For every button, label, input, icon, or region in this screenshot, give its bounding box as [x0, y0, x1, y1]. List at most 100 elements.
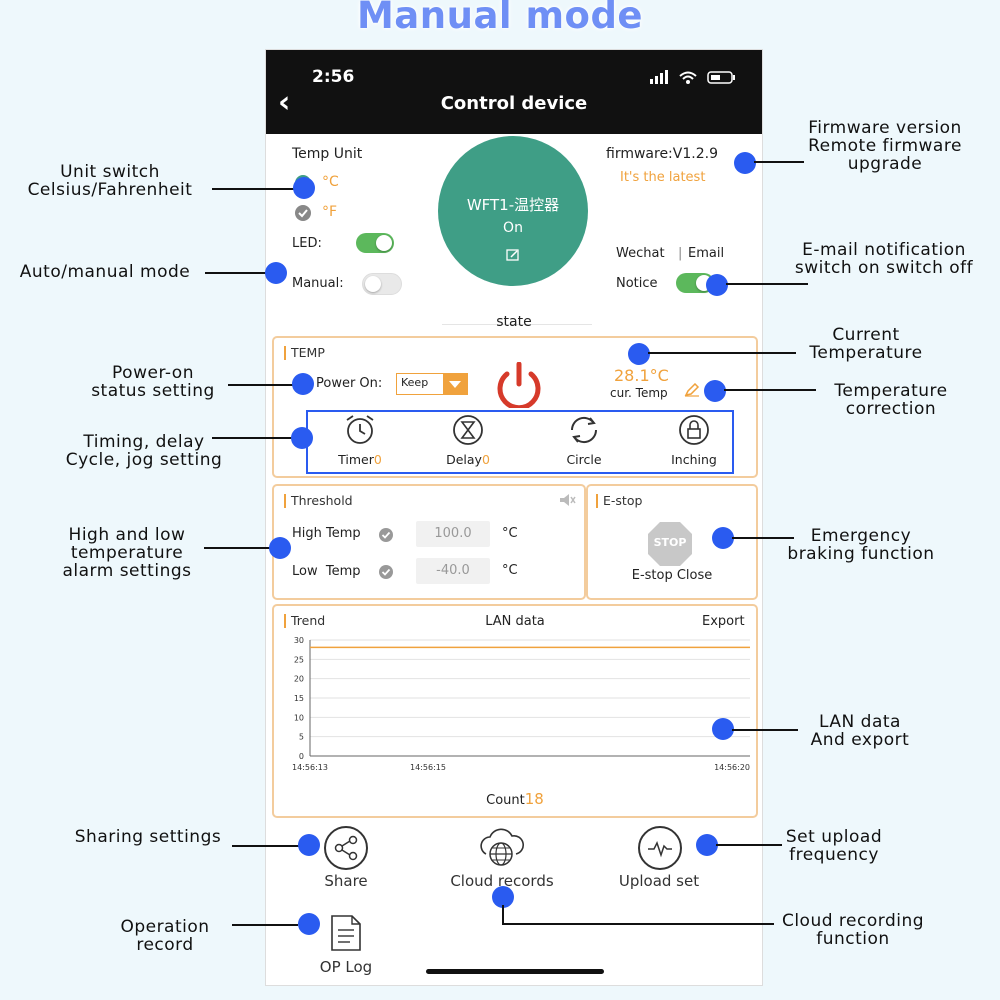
callout-dot [712, 718, 734, 740]
phone-screen: 2:56 ‹ Control device Temp Unit °C °F LE… [266, 50, 762, 985]
annotation-unit-switch: Unit switch Celsius/Fahrenheit [27, 162, 193, 200]
y-tick-label: 15 [294, 694, 304, 703]
leader-line [228, 384, 293, 386]
back-arrow-icon[interactable]: ‹ [278, 85, 291, 120]
y-tick-label: 20 [294, 675, 304, 684]
share-icon [334, 835, 358, 861]
x-tick-label: 14:56:20 [714, 763, 750, 772]
share-button[interactable] [324, 826, 368, 870]
temp-panel: TEMP Power On: Keep 28.1°C cur. Temp Tim… [272, 336, 758, 478]
callout-dot [298, 913, 320, 935]
annotation-firmware: Firmware version Remote firmware upgrade [808, 118, 962, 174]
temp-unit-label: Temp Unit [292, 146, 363, 162]
annotation-lan-export: LAN data And export [810, 712, 910, 750]
annotation-operation: Operation record [120, 917, 210, 955]
page-heading: Manual mode [356, 0, 644, 37]
threshold-section-label: Threshold [284, 494, 353, 508]
leader-line [204, 547, 270, 549]
delay-label: Delay [446, 452, 482, 467]
device-state: On [503, 220, 523, 236]
pencil-icon[interactable] [684, 382, 700, 401]
count-row: Count18 [274, 790, 756, 808]
home-indicator[interactable] [426, 969, 604, 974]
upload-set-button[interactable] [638, 826, 682, 870]
share-label: Share [324, 872, 368, 890]
state-divider [442, 324, 592, 325]
cur-temp-label: cur. Temp [610, 386, 668, 400]
state-label: state [496, 314, 532, 330]
temp-section-label: TEMP [284, 346, 325, 360]
op-log-label: OP Log [319, 958, 373, 976]
check-circle-icon[interactable] [378, 527, 394, 547]
lock-icon [679, 415, 709, 445]
chevron-down-icon [443, 374, 467, 394]
export-button[interactable]: Export [702, 614, 745, 629]
check-circle-icon [295, 205, 311, 221]
leader-line [205, 272, 267, 274]
leader-line [232, 845, 300, 847]
circle-label: Circle [566, 452, 602, 467]
signal-wifi-battery-icons [650, 69, 740, 89]
hourglass-icon [453, 415, 483, 445]
callout-dot [298, 834, 320, 856]
power-button-icon[interactable] [492, 361, 546, 412]
leader-line [732, 729, 798, 731]
leader-line [754, 161, 804, 163]
cloud-records-label: Cloud records [450, 872, 554, 890]
high-temp-unit: °C [502, 526, 518, 541]
alarm-clock-icon [346, 415, 374, 444]
trend-section-label: Trend [284, 614, 325, 628]
mute-speaker-icon[interactable] [558, 492, 576, 512]
fahrenheit-label: °F [322, 204, 338, 220]
leader-line [648, 352, 796, 354]
device-name: WFT1-温控器 [466, 196, 560, 214]
callout-dot [696, 834, 718, 856]
wechat-option[interactable]: Wechat [616, 246, 665, 261]
op-log-button[interactable] [328, 914, 364, 956]
lan-data-label: LAN data [485, 614, 545, 629]
high-temp-input[interactable]: 100.0 [416, 521, 490, 547]
low-temp-input[interactable]: -40.0 [416, 558, 490, 584]
leader-line [732, 537, 794, 539]
leader-line [724, 389, 816, 391]
y-tick-label: 30 [294, 636, 304, 645]
annotation-email-notice: E-mail notification switch on switch off [794, 240, 974, 278]
document-icon [331, 915, 361, 951]
leader-line [716, 844, 782, 846]
mode-grid: Timer0 Delay0 Circle Inching [306, 410, 734, 474]
manual-label: Manual: [292, 276, 344, 291]
threshold-panel: Threshold High Temp 100.0 °C Low Temp -4… [272, 484, 586, 600]
delay-count: 0 [481, 452, 490, 467]
x-tick-label: 14:56:15 [410, 763, 446, 772]
firmware-status[interactable]: It's the latest [620, 170, 706, 185]
manual-toggle[interactable] [362, 273, 402, 295]
annotation-upload-freq: Set upload frequency [785, 827, 883, 865]
upload-set-label: Upload set [618, 872, 700, 890]
leader-line [502, 923, 774, 925]
leader-line [212, 437, 292, 439]
annotation-sharing: Sharing settings [74, 827, 222, 847]
callout-dot [706, 274, 728, 296]
nav-title: Control device [440, 93, 588, 114]
celsius-label: °C [322, 174, 339, 190]
annotation-power-on: Power-on status setting [91, 363, 215, 401]
stop-sign-button[interactable]: STOP [646, 520, 694, 568]
cloud-records-button[interactable] [476, 824, 526, 874]
callout-dot [269, 537, 291, 559]
status-bar: 2:56 ‹ Control device [266, 50, 762, 134]
fahrenheit-radio[interactable] [294, 204, 312, 226]
check-circle-icon[interactable] [378, 564, 394, 584]
device-power-circle[interactable]: WFT1-温控器 On [438, 136, 588, 286]
edit-icon[interactable] [506, 246, 520, 261]
callout-dot [492, 886, 514, 908]
x-tick-label: 14:56:13 [292, 763, 328, 772]
led-toggle[interactable] [356, 233, 394, 253]
low-temp-label: Low Temp [292, 564, 361, 579]
email-option[interactable]: Email [688, 246, 725, 261]
power-on-select[interactable]: Keep [396, 373, 468, 395]
estop-section-label: E-stop [596, 494, 642, 508]
y-tick-label: 25 [294, 655, 304, 664]
firmware-version: firmware:V1.2.9 [606, 146, 718, 162]
